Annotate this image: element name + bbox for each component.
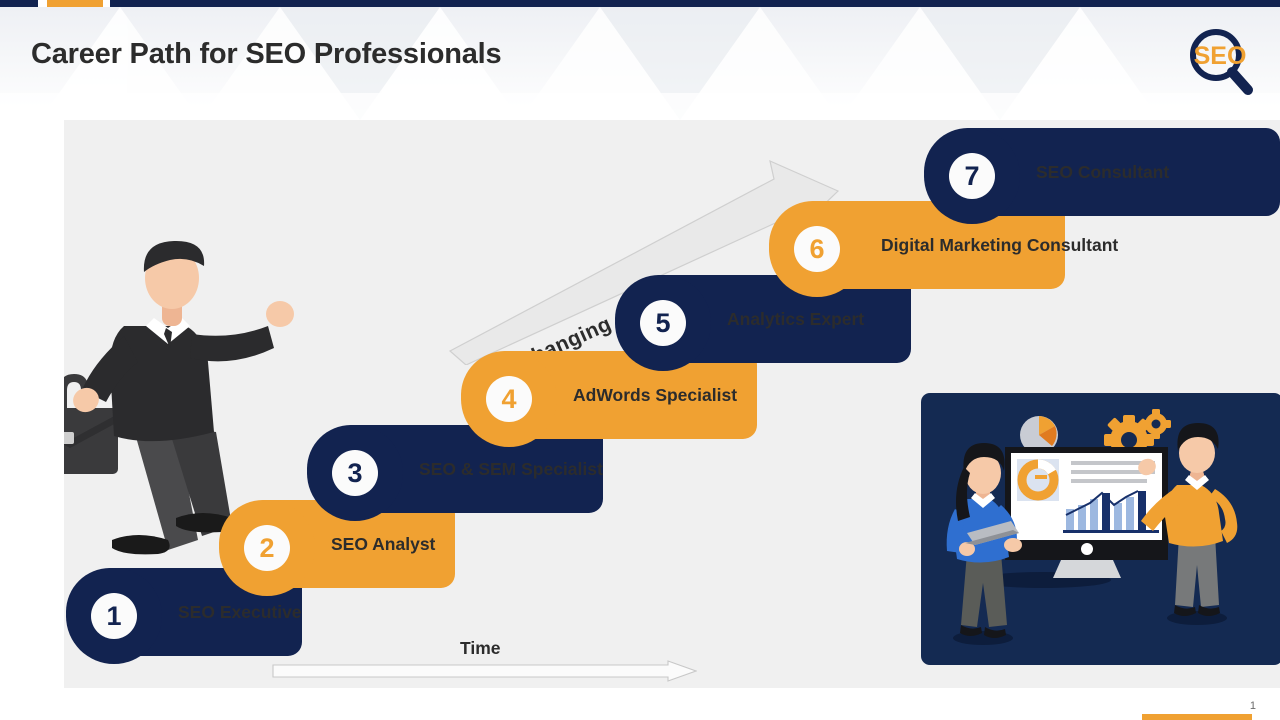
page-title: Career Path for SEO Professionals xyxy=(31,38,502,70)
step-6[interactable]: 6 Digital Marketing Consultant xyxy=(769,201,1125,297)
step-5-label: Analytics Expert xyxy=(727,309,865,329)
seo-logo-text: SEO xyxy=(1194,42,1247,70)
step-4-number: 4 xyxy=(486,376,532,422)
header-triangle-pattern xyxy=(0,7,1280,120)
magnifying-glass-icon xyxy=(1190,29,1253,95)
pie-chart-icon xyxy=(1020,416,1058,454)
woman-with-laptop xyxy=(946,443,1022,645)
step-6-number: 6 xyxy=(794,226,840,272)
step-3[interactable]: 3 SEO & SEM Specialist xyxy=(307,425,663,521)
donut-chart xyxy=(1017,459,1059,501)
top-accent-bar-left xyxy=(0,0,38,7)
step-7[interactable]: 7 SEO Consultant xyxy=(924,128,1280,224)
step-4[interactable]: 4 AdWords Specialist xyxy=(461,351,817,447)
step-6-label: Digital Marketing Consultant xyxy=(881,235,1119,255)
step-7-label: SEO Consultant xyxy=(1036,162,1170,182)
step-2-label: SEO Analyst xyxy=(331,534,436,554)
top-accent-bar-orange xyxy=(47,0,103,7)
analytics-team-illustration xyxy=(921,393,1280,665)
seo-logo: SEO xyxy=(1190,29,1253,95)
time-axis-label: Time xyxy=(460,638,501,658)
desktop-monitor xyxy=(975,447,1168,588)
step-1[interactable]: 1 SEO Executive xyxy=(66,568,422,664)
slide-header: Career Path for SEO Professionals SEO xyxy=(0,7,1280,120)
page-number: 1 xyxy=(1249,700,1256,712)
man-pointing xyxy=(1138,423,1238,625)
step-4-label: AdWords Specialist xyxy=(573,385,738,405)
laptop-icon xyxy=(965,521,1019,545)
businessman-climbing-stairs xyxy=(64,240,294,555)
diagram-stage: Changing Job Role 7 SEO Consultant 6 Dig… xyxy=(64,120,1280,688)
step-5-number: 5 xyxy=(640,300,686,346)
step-3-number: 3 xyxy=(332,450,378,496)
time-axis-arrow xyxy=(272,660,697,682)
bar-chart xyxy=(1063,489,1159,533)
step-7-number: 7 xyxy=(949,153,995,199)
step-2-number: 2 xyxy=(244,525,290,571)
step-3-label: SEO & SEM Specialist xyxy=(419,459,603,479)
step-5[interactable]: 5 Analytics Expert xyxy=(615,275,971,371)
top-accent-bar-right xyxy=(110,0,1280,7)
step-1-number: 1 xyxy=(91,593,137,639)
bottom-accent-bar xyxy=(1142,714,1252,720)
step-1-label: SEO Executive xyxy=(178,602,302,622)
screen-text-lines xyxy=(1071,461,1155,483)
